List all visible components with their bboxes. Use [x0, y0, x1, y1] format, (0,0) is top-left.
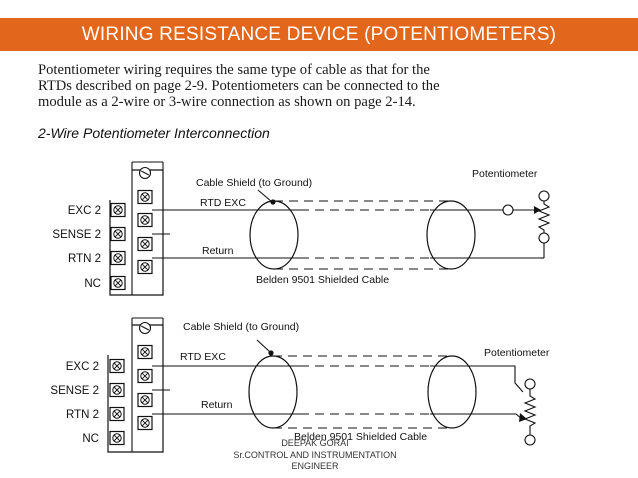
- footer-name: DEEPAK GORAI: [281, 438, 349, 448]
- intro-paragraph: Potentiometer wiring requires the same t…: [38, 62, 578, 110]
- label-potentiometer: Potentiometer: [484, 347, 550, 359]
- footer-credit: DEEPAK GORAI Sr.CONTROL AND INSTRUMENTAT…: [205, 438, 425, 473]
- label-rtd-exc: RTD EXC: [200, 197, 246, 209]
- pot-resistor-zigzag: [537, 201, 551, 233]
- pot-terminal-bottom: [538, 232, 550, 244]
- terminal-label-nc: NC: [84, 278, 101, 290]
- terminal-label-rtn2: RTN 2: [66, 409, 99, 421]
- diagram-top: EXC 2 SENSE 2 RTN 2 NC Cable Shield (to …: [52, 161, 551, 296]
- terminal-label-sense2: SENSE 2: [52, 229, 101, 241]
- terminal-screw: [137, 344, 153, 360]
- title-bar: [0, 18, 638, 51]
- shield-dot: [268, 350, 274, 356]
- pot-terminal-bottom: [524, 434, 536, 446]
- label-cable-shield: Cable Shield (to Ground): [196, 177, 312, 189]
- pot-terminal-top: [524, 378, 536, 390]
- label-return: Return: [202, 245, 234, 257]
- intro-line-3: module as a 2-wire or 3-wire connection …: [38, 94, 416, 110]
- label-rtd-exc: RTD EXC: [180, 351, 226, 363]
- terminal-label-sense2: SENSE 2: [50, 385, 99, 397]
- terminal-slot-screw: [138, 321, 152, 335]
- terminal-label-exc2: EXC 2: [68, 205, 101, 217]
- wire-exc: [152, 365, 524, 393]
- terminal-label-exc2: EXC 2: [66, 361, 99, 373]
- pot-resistor-zigzag: [523, 389, 537, 435]
- terminal-label-nc: NC: [82, 433, 99, 445]
- footer-role-2: ENGINEER: [291, 461, 339, 471]
- pot-wiper-arrow: [534, 206, 541, 214]
- label-cable: Belden 9501 Shielded Cable: [256, 274, 389, 286]
- cable-shield-ellipse: [248, 355, 298, 429]
- slide-title: WIRING RESISTANCE DEVICE (POTENTIOMETERS…: [81, 24, 557, 45]
- label-cable: Belden 9501 Shielded Cable: [294, 431, 427, 443]
- footer-role: Sr.CONTROL AND INSTRUMENTATION: [233, 449, 397, 460]
- diagram-bottom: EXC 2 SENSE 2 RTN 2 NC Cable Shield (to …: [50, 317, 550, 453]
- terminal-block: [107, 324, 164, 453]
- label-cable-shield: Cable Shield (to Ground): [183, 321, 299, 333]
- intro-line-1: Potentiometer wiring requires the same t…: [38, 62, 430, 78]
- terminal-block: [109, 169, 164, 296]
- terminal-screw: [137, 189, 153, 205]
- terminal-slot-screw: [138, 166, 152, 180]
- pot-wiper-arrow: [519, 413, 527, 422]
- pot-terminal-top: [538, 190, 550, 202]
- intro-line-2: RTDs described on page 2-9. Potentiomete…: [38, 78, 440, 94]
- shield-dot: [270, 199, 276, 205]
- terminal-label-rtn2: RTN 2: [68, 253, 101, 265]
- cable-shield-ellipse: [249, 200, 299, 270]
- label-return: Return: [201, 399, 233, 411]
- pot-terminal-exc: [502, 204, 514, 216]
- label-potentiometer: Potentiometer: [472, 168, 538, 180]
- section-heading: 2-Wire Potentiometer Interconnection: [38, 125, 270, 141]
